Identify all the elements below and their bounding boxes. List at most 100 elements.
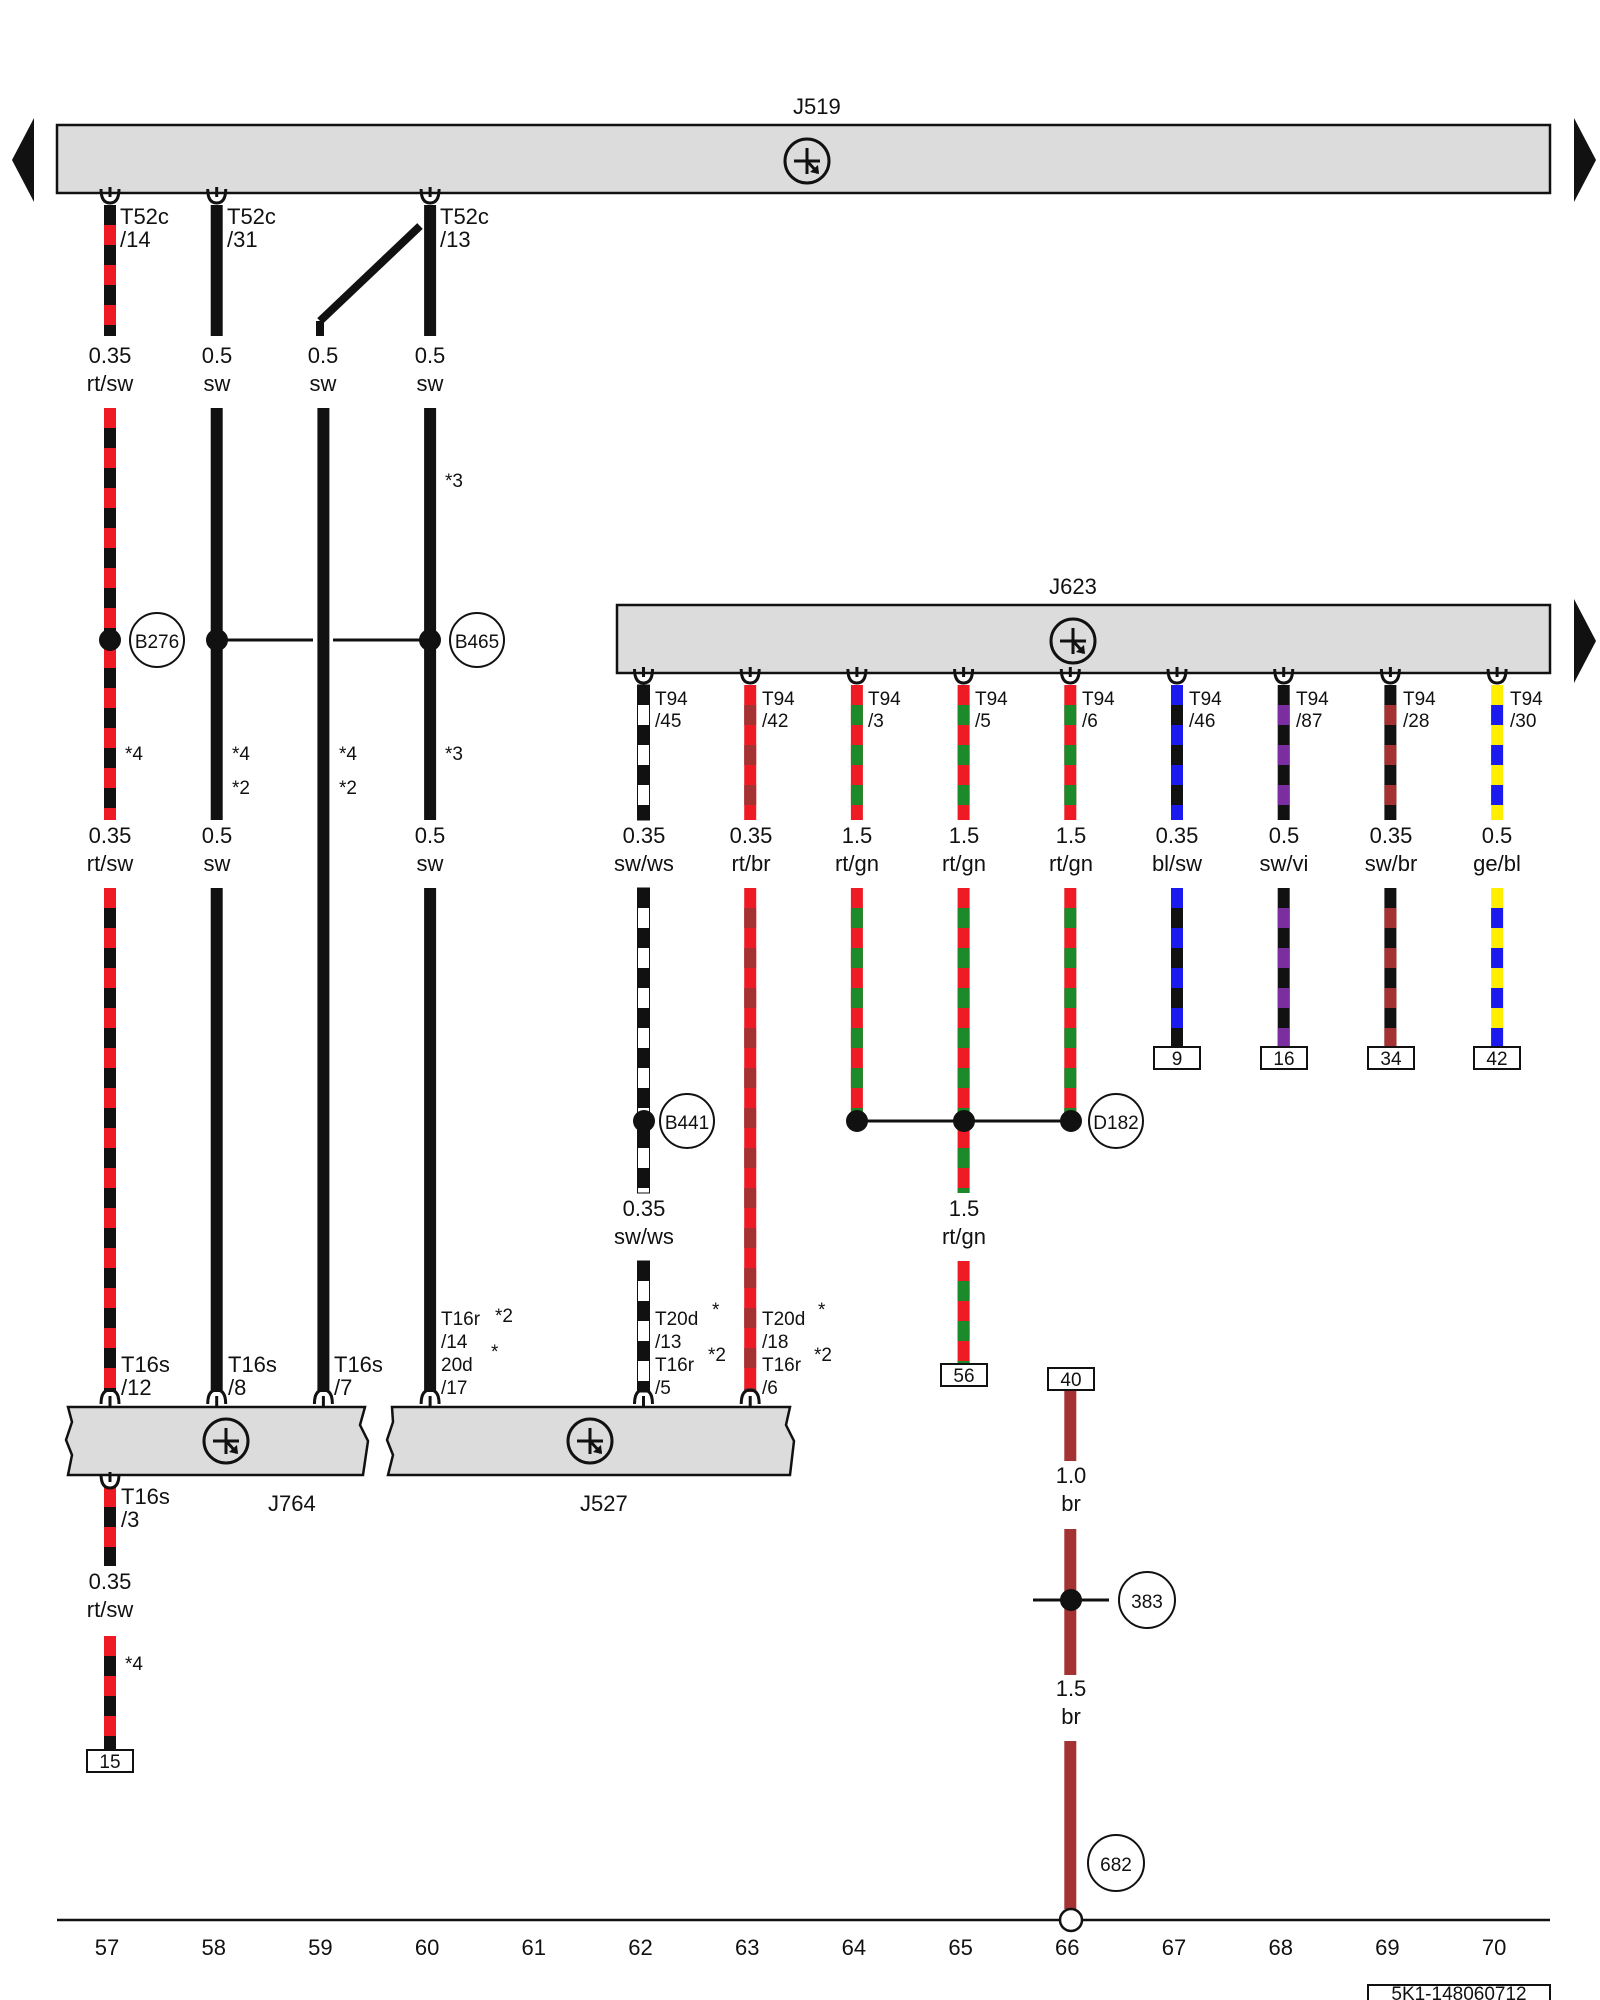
splice-label-circle bbox=[129, 612, 185, 668]
wire-size: 1.5 bbox=[949, 1196, 980, 1221]
component-j519: J519 bbox=[12, 94, 1596, 202]
pin-label-c62-c: T16r bbox=[655, 1355, 695, 1376]
column-number: 62 bbox=[628, 1935, 652, 1960]
ground-point-circle bbox=[1118, 1571, 1176, 1629]
pin-label-c60-a: T16r bbox=[441, 1309, 481, 1330]
wire-size: 0.5 bbox=[415, 823, 446, 848]
splices: B276 B465 B441 D182 bbox=[99, 612, 1144, 1149]
splice-label-b276: B276 bbox=[135, 632, 179, 653]
pin-label-t16s-8: T16s bbox=[228, 1352, 277, 1377]
splice-dot bbox=[633, 1110, 655, 1132]
wire-size: 0.5 bbox=[1482, 823, 1513, 848]
pin-label-t94-45: T94 bbox=[655, 689, 688, 710]
pin-label-t94-3-num: /3 bbox=[868, 711, 884, 732]
control-unit-symbol-icon bbox=[1049, 617, 1097, 665]
footnote-marker: *4 bbox=[125, 1654, 143, 1675]
splice-label-b441: B441 bbox=[665, 1113, 709, 1134]
wire-color: rt/gn bbox=[942, 1224, 986, 1249]
pin-label-c63-d: /6 bbox=[762, 1378, 778, 1399]
wire-size: 1.5 bbox=[1056, 1676, 1087, 1701]
pin-label-t94-46-num: /46 bbox=[1189, 711, 1215, 732]
column-number: 67 bbox=[1162, 1935, 1186, 1960]
pin-label-t16s-7-num: /7 bbox=[334, 1375, 352, 1400]
diagram-id-box bbox=[1367, 1984, 1551, 2000]
footnote-marker: *4 bbox=[125, 744, 143, 765]
splice-dot bbox=[1060, 1110, 1082, 1132]
component-j527: J527 bbox=[385, 1405, 796, 1516]
wire-size: 0.35 bbox=[1156, 823, 1199, 848]
column-number: 59 bbox=[308, 1935, 332, 1960]
control-unit-symbol-icon bbox=[566, 1417, 614, 1465]
splice-label-d182: D182 bbox=[1093, 1113, 1138, 1134]
wire-size: 0.5 bbox=[415, 343, 446, 368]
pin-label-t16s-12-num: /12 bbox=[121, 1375, 152, 1400]
splice-label-circle bbox=[1088, 1093, 1144, 1149]
connector-pin-icon bbox=[206, 188, 228, 205]
connector-pin-icon bbox=[739, 1388, 761, 1405]
connector-pin-icon bbox=[1486, 668, 1508, 685]
pin-label-t16s-12: T16s bbox=[121, 1352, 170, 1377]
ref-label-16: 16 bbox=[1273, 1049, 1294, 1070]
column-number: 69 bbox=[1375, 1935, 1399, 1960]
column-number: 64 bbox=[842, 1935, 866, 1960]
splice-label-circle bbox=[659, 1093, 715, 1149]
wire-size: 0.5 bbox=[202, 823, 233, 848]
ref-label-42: 42 bbox=[1486, 1049, 1507, 1070]
pin-label-c60-b: /14 bbox=[441, 1332, 468, 1353]
ground-terminal-icon bbox=[1058, 1907, 1084, 1933]
connector-pin-icon bbox=[99, 1473, 121, 1490]
column-number: 63 bbox=[735, 1935, 759, 1960]
footnote-marker: *2 bbox=[495, 1306, 513, 1327]
wire-color: rt/gn bbox=[835, 851, 879, 876]
ref-box bbox=[940, 1363, 988, 1387]
column-number: 68 bbox=[1268, 1935, 1292, 1960]
pin-label-c63-a: T20d bbox=[762, 1309, 805, 1330]
footnote-marker: *3 bbox=[445, 744, 463, 765]
wires-layer bbox=[104, 205, 1504, 1909]
wire-size: 1.5 bbox=[1056, 823, 1087, 848]
wire-size: 1.5 bbox=[949, 823, 980, 848]
ref-box bbox=[1153, 1046, 1201, 1070]
wire-size: 0.35 bbox=[730, 823, 773, 848]
column-number: 61 bbox=[522, 1935, 546, 1960]
splice-label-circle bbox=[449, 612, 505, 668]
wire-outline bbox=[637, 887, 650, 1194]
pin-label-c60-d: /17 bbox=[441, 1378, 467, 1399]
pin-label-t94-46: T94 bbox=[1189, 689, 1222, 710]
ref-box bbox=[86, 1749, 134, 1773]
wire-color: rt/gn bbox=[1049, 851, 1093, 876]
pin-label-c62-d: /5 bbox=[655, 1378, 671, 1399]
splice-dot bbox=[419, 629, 441, 651]
footnote-marker: *2 bbox=[232, 778, 250, 799]
control-unit-symbol-icon bbox=[202, 1417, 250, 1465]
grounds: 383 682 bbox=[1033, 1571, 1176, 1892]
wire-color: br bbox=[1061, 1704, 1081, 1729]
wire-size: 1.5 bbox=[842, 823, 873, 848]
ground-splice-dot bbox=[1060, 1589, 1082, 1611]
footnote-marker: * bbox=[712, 1300, 720, 1321]
wire-color: rt/sw bbox=[87, 371, 134, 396]
wire-size: 0.35 bbox=[623, 1196, 666, 1221]
wire-color: rt/sw bbox=[87, 851, 134, 876]
wire-color: sw/ws bbox=[614, 851, 674, 876]
wire-color: rt/sw bbox=[87, 1597, 134, 1622]
wire-size: 0.5 bbox=[308, 343, 339, 368]
ref-box bbox=[1367, 1046, 1415, 1070]
connector-pin-icon bbox=[633, 668, 654, 685]
component-j764: J764 bbox=[64, 1405, 370, 1516]
splice-dot bbox=[846, 1110, 868, 1132]
pin-label-t94-6-num: /6 bbox=[1082, 711, 1098, 732]
footnote-marker: *2 bbox=[814, 1345, 832, 1366]
column-number: 58 bbox=[201, 1935, 225, 1960]
component-label-j623: J623 bbox=[1049, 574, 1097, 599]
pin-label-t94-87: T94 bbox=[1296, 689, 1329, 710]
wire-size: 0.35 bbox=[1370, 823, 1413, 848]
splice-dot bbox=[206, 629, 228, 651]
ref-label-56: 56 bbox=[953, 1366, 974, 1387]
component-label-j764: J764 bbox=[268, 1491, 316, 1516]
connector-pin-icon bbox=[1166, 668, 1188, 685]
pin-label-t94-28: T94 bbox=[1403, 689, 1436, 710]
column-number: 57 bbox=[95, 1935, 119, 1960]
wire-size: 0.35 bbox=[89, 1569, 132, 1594]
